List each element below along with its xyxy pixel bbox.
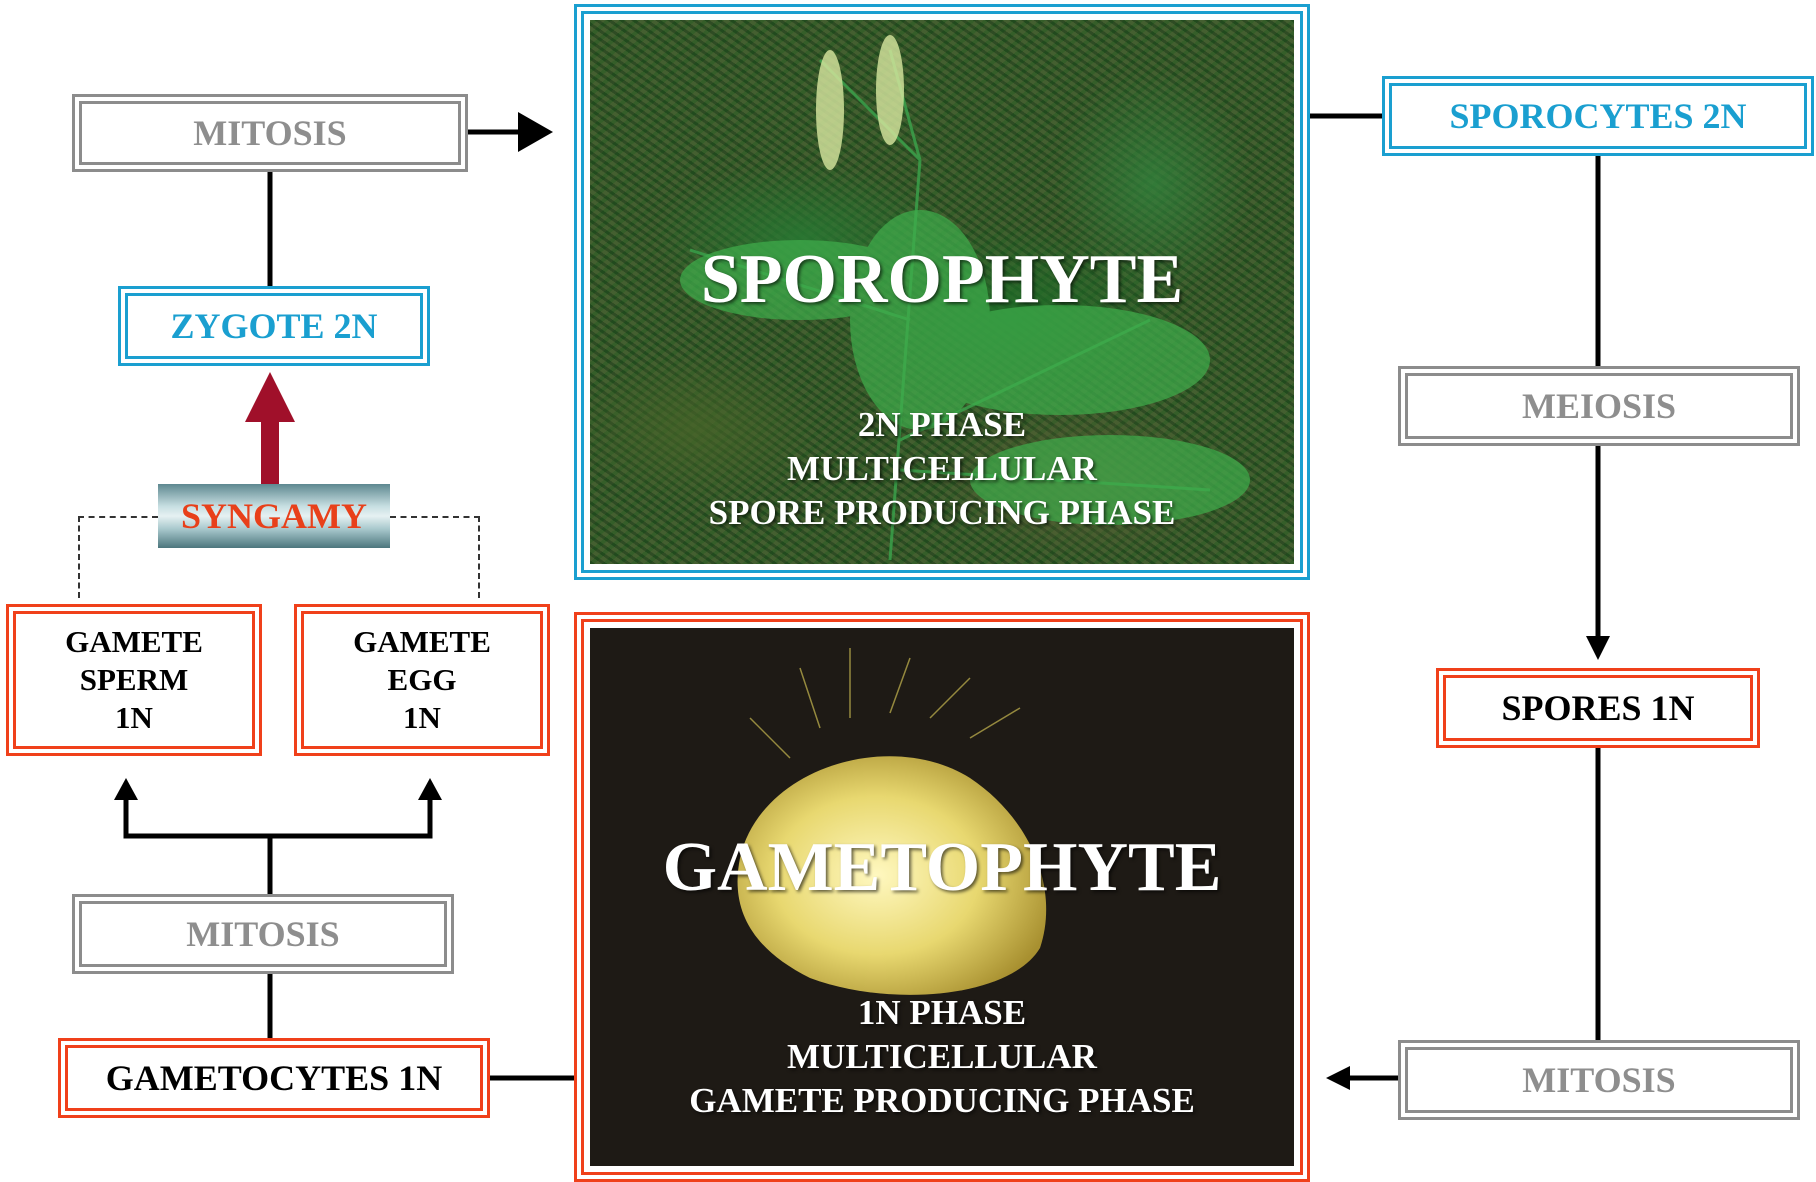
meiosis-label: MEIOSIS <box>1521 386 1677 426</box>
gamete-egg-box: GAMETE EGG 1N <box>294 604 550 756</box>
gamete-egg-line2: EGG <box>387 662 457 697</box>
gamete-sperm-line1: GAMETE <box>65 624 203 659</box>
gametophyte-panel: GAMETOPHYTE 1N PHASE MULTICELLULAR GAMET… <box>574 612 1310 1182</box>
meiosis-box: MEIOSIS <box>1398 366 1800 446</box>
sporophyte-fern-image: SPOROPHYTE 2N PHASE MULTICELLULAR SPORE … <box>590 20 1294 564</box>
syngamy-arrow-head <box>245 372 295 422</box>
gametophyte-line1: 1N PHASE <box>857 993 1027 1032</box>
gametophyte-title: GAMETOPHYTE <box>662 829 1222 906</box>
sporophyte-line3: SPORE PRODUCING PHASE <box>708 493 1176 532</box>
mitosis-top-label: MITOSIS <box>193 113 347 153</box>
zygote-box: ZYGOTE 2N <box>118 286 430 366</box>
spores-box: SPORES 1N <box>1436 668 1760 748</box>
gamete-egg-line1: GAMETE <box>353 624 491 659</box>
gametophyte-subtitle: 1N PHASE MULTICELLULAR GAMETE PRODUCING … <box>590 991 1294 1123</box>
sporophyte-panel: SPOROPHYTE 2N PHASE MULTICELLULAR SPORE … <box>574 4 1310 580</box>
gametophyte-line2: MULTICELLULAR <box>787 1037 1097 1076</box>
gametophyte-line3: GAMETE PRODUCING PHASE <box>689 1081 1195 1120</box>
arrow-to-sperm <box>114 778 138 800</box>
mitosis-left-box: MITOSIS <box>72 894 454 974</box>
sporocytes-box: SPOROCYTES 2N <box>1382 76 1814 156</box>
gametocytes-label: GAMETOCYTES 1N <box>105 1058 443 1098</box>
gametophyte-image: GAMETOPHYTE 1N PHASE MULTICELLULAR GAMET… <box>590 628 1294 1166</box>
spores-label: SPORES 1N <box>1501 688 1695 728</box>
sporocytes-label: SPOROCYTES 2N <box>1449 96 1747 136</box>
sporophyte-subtitle: 2N PHASE MULTICELLULAR SPORE PRODUCING P… <box>590 403 1294 535</box>
arrow-to-gametophyte <box>1326 1066 1350 1090</box>
syngamy-bracket-left-drop <box>78 516 80 598</box>
arrow-to-spores <box>1586 636 1610 660</box>
zygote-label: ZYGOTE 2N <box>170 306 378 346</box>
gamete-sperm-line2: SPERM <box>79 662 189 697</box>
gametophyte-prothallus-graphic <box>737 648 1047 995</box>
syngamy-arrow-shaft <box>261 420 279 486</box>
syngamy-label: SYNGAMY <box>181 496 367 536</box>
mitosis-left-label: MITOSIS <box>186 914 340 954</box>
sporophyte-line2: MULTICELLULAR <box>787 449 1097 488</box>
mitosis-right-box: MITOSIS <box>1398 1040 1800 1120</box>
mitosis-to-gametes-split <box>123 784 433 839</box>
gamete-sperm-line3: 1N <box>115 700 153 735</box>
syngamy-bracket-right <box>390 516 480 518</box>
gamete-egg-line3: 1N <box>403 700 441 735</box>
sporophyte-title: SPOROPHYTE <box>700 241 1184 318</box>
gametocytes-box: GAMETOCYTES 1N <box>58 1038 490 1118</box>
arrow-to-egg <box>418 778 442 800</box>
mitosis-right-label: MITOSIS <box>1522 1060 1676 1100</box>
syngamy-box: SYNGAMY <box>158 484 390 548</box>
syngamy-bracket-right-drop <box>478 516 480 598</box>
sporophyte-line1: 2N PHASE <box>857 405 1027 444</box>
syngamy-bracket-left <box>78 516 158 518</box>
fern-fronds-graphic <box>680 35 1250 561</box>
mitosis-top-box: MITOSIS <box>72 94 468 172</box>
gamete-sperm-box: GAMETE SPERM 1N <box>6 604 262 756</box>
